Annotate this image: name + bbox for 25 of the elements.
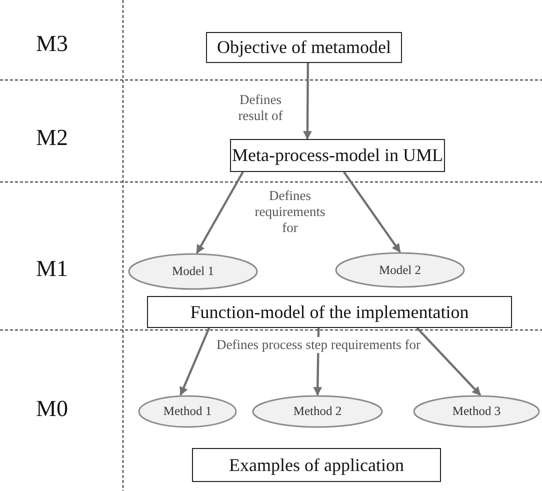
node-label: Function-model of the implementation <box>190 302 469 322</box>
process-box <box>230 139 445 172</box>
node-label: Model 1 <box>172 264 214 279</box>
node-label: Objective of metamodel <box>217 37 391 58</box>
arrow <box>303 63 312 140</box>
node-label: Examples of application <box>229 454 404 476</box>
node-label: Method 2 <box>293 404 342 419</box>
layer-label: M2 <box>35 124 69 152</box>
arrow <box>180 328 210 396</box>
annotation-text: Defines result of <box>237 92 284 124</box>
arrow <box>343 171 401 253</box>
annotation-text: Defines requirements for <box>254 188 326 237</box>
arrow <box>416 327 482 396</box>
process-box <box>147 296 512 328</box>
layer-label: M1 <box>35 255 69 283</box>
node-label: Model 2 <box>378 262 421 278</box>
arrow <box>196 171 244 254</box>
layer-label: M3 <box>35 30 69 58</box>
layer-label: M0 <box>35 395 69 423</box>
node-label: Meta-process-model in UML <box>232 145 443 166</box>
node-label: Method 3 <box>452 404 501 419</box>
process-box <box>206 32 402 63</box>
process-box <box>192 448 441 482</box>
node-label: Method 1 <box>163 404 212 419</box>
edge-label: Defines process step requirements for <box>216 337 420 354</box>
